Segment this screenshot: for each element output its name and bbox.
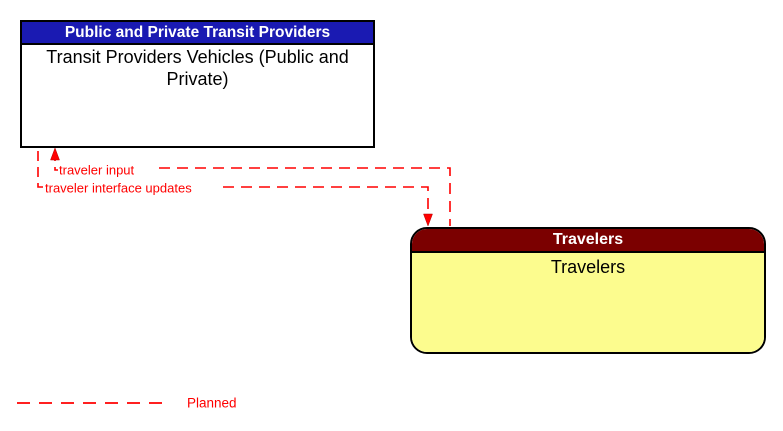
entity-box-transit-providers-vehicles: Public and Private Transit Providers Tra… xyxy=(20,20,375,148)
flow-line-traveler-interface-updates-stub xyxy=(37,151,43,188)
entity-box-travelers: Travelers Travelers xyxy=(410,227,766,354)
legend-label-planned: Planned xyxy=(187,395,237,411)
flow-label-traveler-interface-updates: traveler interface updates xyxy=(45,180,192,196)
entity-header-public-private-transit-providers: Public and Private Transit Providers xyxy=(22,22,373,45)
flow-label-traveler-input: traveler input xyxy=(59,162,135,178)
entity-header-travelers: Travelers xyxy=(412,229,764,253)
entity-name-travelers: Travelers xyxy=(412,253,764,352)
arrowhead-up-traveler-input xyxy=(50,147,60,161)
entity-name-transit-providers-vehicles: Transit Providers Vehicles (Public and P… xyxy=(46,47,349,89)
arrowhead-down-traveler-interface-updates xyxy=(423,213,433,227)
flow-line-traveler-input xyxy=(159,167,451,226)
flow-line-traveler-input-stub xyxy=(54,151,58,171)
flow-line-traveler-interface-updates xyxy=(223,186,429,214)
